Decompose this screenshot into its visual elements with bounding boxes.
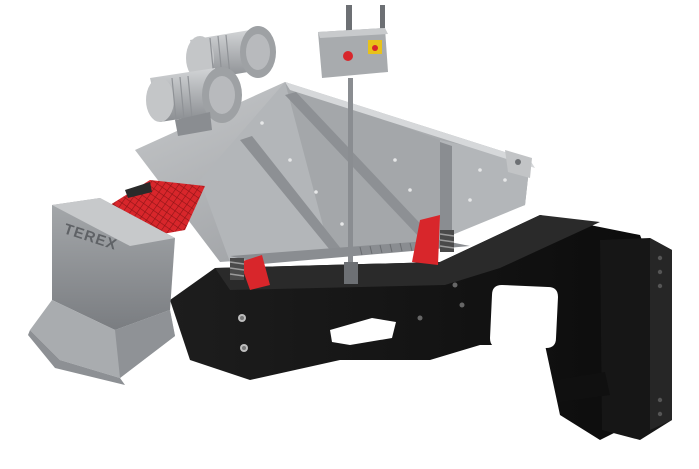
feed-box: TEREX [28,198,175,385]
support-frame [170,215,672,440]
spring-mount-left [229,255,270,290]
control-box [318,5,388,284]
spring-mount-right [412,215,455,265]
screen-body [135,82,535,264]
vibrator-motor-bottom [146,67,242,136]
stop-button-icon [343,51,353,61]
vibrator-motor-top [186,26,276,80]
